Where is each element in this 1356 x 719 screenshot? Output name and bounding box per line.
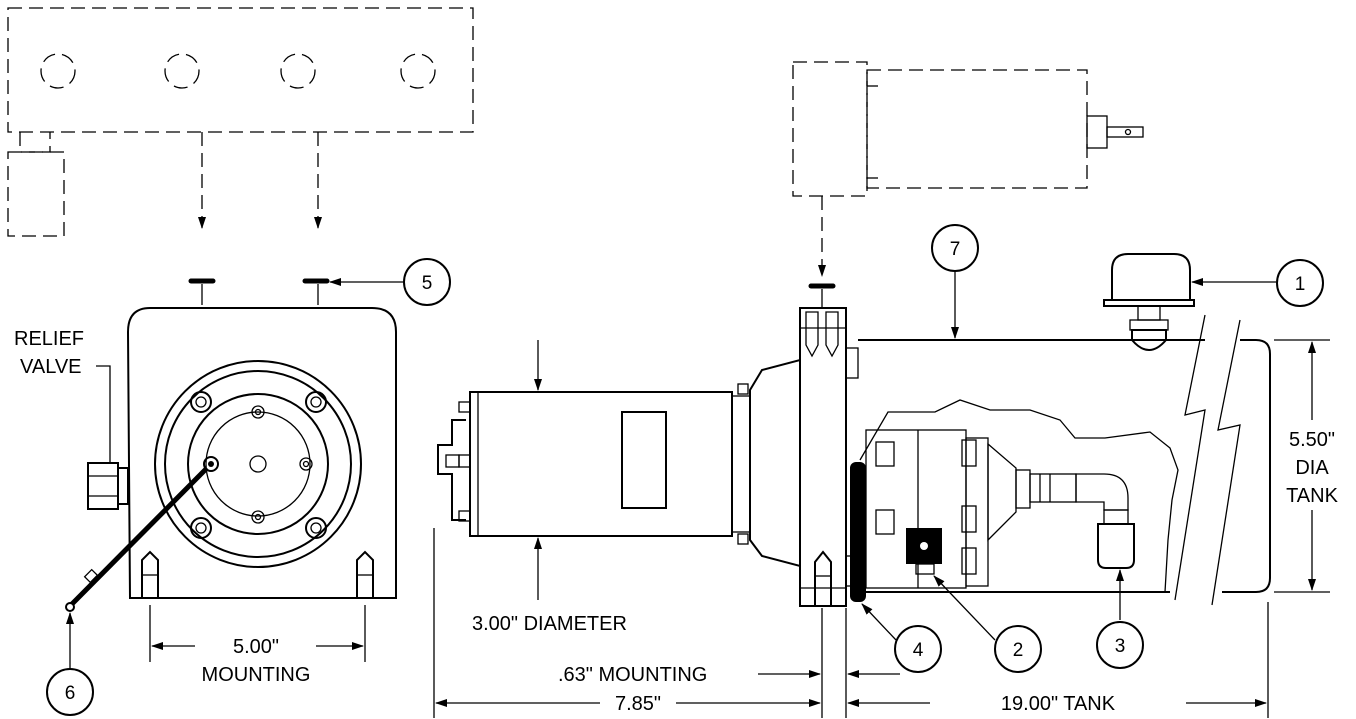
relief-valve-label-line1: RELIEF [14,328,84,350]
callout-5: 5 [403,258,451,306]
breather-cap [1103,253,1195,351]
overall-length-label: 7.85" [615,693,661,715]
relief-valve-label-line2: VALVE [20,356,82,378]
callout-4: 4 [894,625,942,673]
flange-dowels [805,283,839,358]
callout-6: 6 [46,668,94,716]
flange-bolts [190,391,327,539]
callout-3: 3 [1096,621,1144,669]
mounting-width-value: 5.00" [233,636,279,658]
callout-4-number: 4 [913,640,924,661]
mounting-width-label: MOUNTING [202,664,311,686]
motor-diameter-label: 3.00" DIAMETER [472,613,627,635]
callout-6-number: 6 [65,683,76,704]
flange-mounting-label: .63" MOUNTING [558,664,707,686]
callout-2-number: 2 [1013,640,1024,661]
callout-2: 2 [994,625,1042,673]
power-unit-side-view [433,253,1330,718]
tank-length-label: 19.00" TANK [1001,693,1116,715]
manifold-port-circles [40,53,436,89]
dashed-valve-manifold [7,7,474,237]
internal-pump [865,429,1135,589]
tank-diameter-value: 5.50" [1289,429,1335,451]
callout-leaders [66,258,1276,668]
callout-1-number: 1 [1295,274,1306,295]
callout-7: 7 [931,224,979,272]
callout-3-number: 3 [1115,636,1126,657]
callout-7-number: 7 [950,239,961,260]
dashed-motor [792,61,1144,277]
mounting-slots-front [141,550,374,598]
tank-diameter-tank: TANK [1286,485,1339,507]
relief-valve [87,462,129,510]
callout-5-number: 5 [422,273,433,294]
tank-diameter-dia: DIA [1295,457,1329,479]
callout-1: 1 [1276,259,1324,307]
pump-front-view [65,278,397,662]
